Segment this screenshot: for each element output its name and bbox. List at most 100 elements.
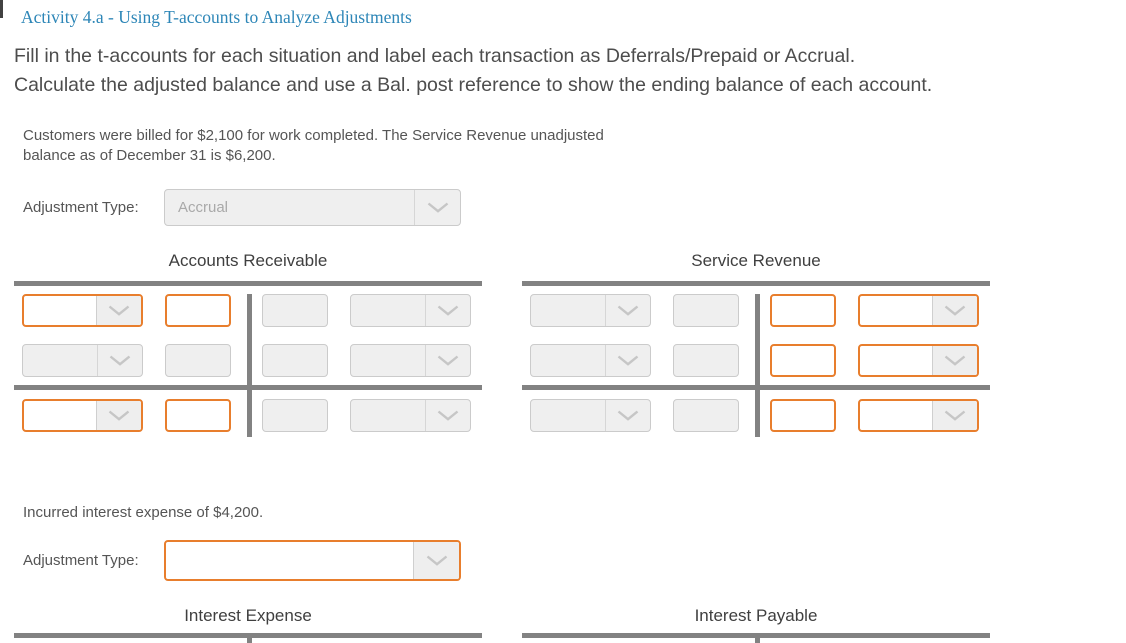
problem-text-line: Customers were billed for $2,100 for wor… xyxy=(23,127,604,144)
amount-input xyxy=(673,294,739,327)
t-account-row xyxy=(522,294,990,327)
instructions-line: Fill in the t-accounts for each situatio… xyxy=(14,45,856,67)
problem-text: Customers were billed for $2,100 for wor… xyxy=(23,126,1126,166)
debit-side xyxy=(14,399,247,432)
amount-input[interactable] xyxy=(770,344,836,377)
t-account-interest-payable: Interest Payable xyxy=(522,604,990,643)
post-ref-select[interactable] xyxy=(858,294,979,327)
amount-input[interactable] xyxy=(770,294,836,327)
debit-side xyxy=(522,294,755,327)
t-accounts-row: Accounts Receivable Service Revenue xyxy=(14,249,1126,437)
problem-text: Incurred interest expense of $4,200. xyxy=(23,503,1126,523)
amount-input xyxy=(262,344,328,377)
post-ref-select-value xyxy=(23,345,97,376)
instructions: Fill in the t-accounts for each situatio… xyxy=(14,42,1112,100)
chevron-down-icon xyxy=(932,296,977,325)
chevron-down-icon xyxy=(97,345,142,376)
post-ref-select xyxy=(22,344,143,377)
chevron-down-icon xyxy=(96,296,141,325)
post-ref-select[interactable] xyxy=(22,399,143,432)
post-ref-select-value xyxy=(531,400,605,431)
problem-section: Incurred interest expense of $4,200. Adju… xyxy=(0,503,1126,643)
t-account-row xyxy=(14,294,482,327)
t-account-divider xyxy=(247,294,252,437)
debit-side xyxy=(14,344,247,377)
t-accounts-row: Interest Expense Interest Payable xyxy=(14,604,1126,643)
t-account-title: Interest Expense xyxy=(184,606,312,625)
adjustment-type-select[interactable] xyxy=(164,540,461,581)
post-ref-select[interactable] xyxy=(858,399,979,432)
post-ref-select-value xyxy=(351,295,425,326)
t-account-accounts-receivable: Accounts Receivable xyxy=(14,249,482,437)
adjustment-type-select-value xyxy=(166,542,413,579)
problem-text-line: Incurred interest expense of $4,200. xyxy=(23,504,264,521)
t-account-title: Accounts Receivable xyxy=(168,251,328,270)
sections-root: Customers were billed for $2,100 for wor… xyxy=(0,126,1126,643)
chevron-down-icon xyxy=(413,542,459,579)
debit-side xyxy=(522,344,755,377)
amount-input xyxy=(673,399,739,432)
adjustment-type-select-value: Accrual xyxy=(178,199,229,216)
post-ref-select-value xyxy=(24,401,96,430)
chevron-down-icon xyxy=(425,400,470,431)
post-ref-select xyxy=(350,399,471,432)
post-ref-select-value xyxy=(531,345,605,376)
post-ref-select xyxy=(350,344,471,377)
t-account-body xyxy=(14,294,482,437)
post-ref-select xyxy=(530,294,651,327)
post-ref-select[interactable] xyxy=(22,294,143,327)
post-ref-select xyxy=(350,294,471,327)
t-account-divider xyxy=(755,294,760,437)
chevron-down-icon xyxy=(96,401,141,430)
problem-text-line: balance as of December 31 is $6,200. xyxy=(23,147,276,164)
instructions-line: Calculate the adjusted balance and use a… xyxy=(14,74,933,96)
t-account-row xyxy=(14,344,482,377)
t-account-body xyxy=(14,638,482,643)
adjustment-type-row: Adjustment Type: Accrual xyxy=(23,189,1126,226)
adjustment-type-label: Adjustment Type: xyxy=(23,552,139,569)
chevron-down-icon xyxy=(425,295,470,326)
post-ref-select-value xyxy=(860,296,932,325)
post-ref-select-value xyxy=(351,345,425,376)
credit-side xyxy=(252,294,482,327)
t-account-top-line xyxy=(522,633,990,638)
t-account-divider xyxy=(755,638,760,643)
credit-side xyxy=(760,399,990,432)
adjustment-type-label: Adjustment Type: xyxy=(23,199,139,216)
amount-input[interactable] xyxy=(770,399,836,432)
credit-side xyxy=(252,344,482,377)
t-account-title: Interest Payable xyxy=(694,606,818,625)
t-account-interest-expense: Interest Expense xyxy=(14,604,482,643)
adjustment-type-row: Adjustment Type: xyxy=(23,540,1126,581)
chevron-down-icon xyxy=(932,346,977,375)
post-ref-select xyxy=(530,344,651,377)
chevron-down-icon xyxy=(414,190,460,225)
problem-section: Customers were billed for $2,100 for wor… xyxy=(0,126,1126,437)
post-ref-select xyxy=(530,399,651,432)
amount-input xyxy=(165,344,231,377)
amount-input xyxy=(673,344,739,377)
t-account-row xyxy=(522,344,990,377)
amount-input[interactable] xyxy=(165,294,231,327)
post-ref-select-value xyxy=(860,401,932,430)
amount-input[interactable] xyxy=(165,399,231,432)
amount-input xyxy=(262,294,328,327)
t-account-title: Service Revenue xyxy=(691,251,821,270)
post-ref-select-value xyxy=(531,295,605,326)
chevron-down-icon xyxy=(605,345,650,376)
amount-input xyxy=(262,399,328,432)
adjustment-type-select: Accrual xyxy=(164,189,461,226)
t-account-divider xyxy=(247,638,252,643)
chevron-down-icon xyxy=(932,401,977,430)
chevron-down-icon xyxy=(605,400,650,431)
t-account-top-line xyxy=(522,281,990,286)
t-account-body xyxy=(522,294,990,437)
credit-side xyxy=(760,294,990,327)
post-ref-select[interactable] xyxy=(858,344,979,377)
debit-side xyxy=(522,399,755,432)
credit-side xyxy=(252,399,482,432)
post-ref-select-value xyxy=(860,346,932,375)
post-ref-select-value xyxy=(351,400,425,431)
t-account-top-line xyxy=(14,281,482,286)
